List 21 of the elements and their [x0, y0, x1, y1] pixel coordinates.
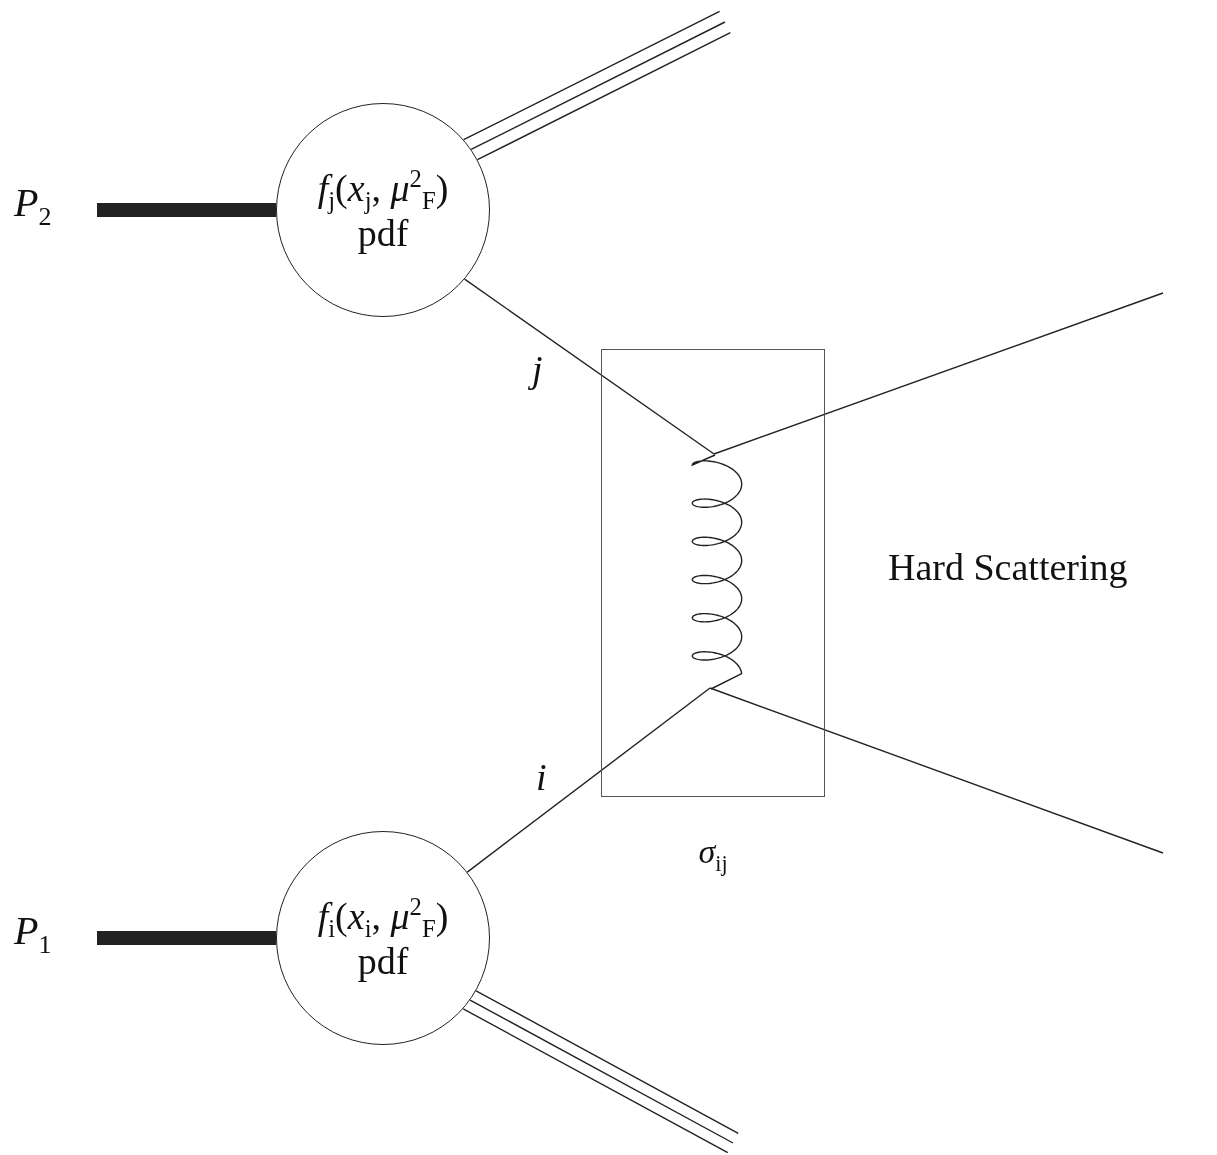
particle-line	[469, 999, 734, 1144]
particle-line	[463, 10, 721, 141]
particle-line	[470, 21, 726, 151]
particle-line	[466, 687, 711, 873]
particle-line	[463, 278, 715, 455]
beam-line	[97, 203, 276, 217]
beam-label: P$_{1}$	[14, 910, 52, 959]
formula-text: f$_{i}$(x$_{i}$, μ$^{2}$$_{F}$)	[317, 893, 449, 943]
particle-line	[462, 1008, 729, 1154]
particle-line	[709, 687, 1164, 854]
formula-text: f$_{j}$(x$_{j}$, μ$^{2}$$_{F}$)	[317, 165, 449, 215]
beam-label: P$_{2}$	[14, 182, 52, 231]
particle-line	[713, 292, 1164, 455]
particle-line	[476, 32, 732, 161]
annotation-text: Hard Scattering	[888, 548, 1128, 588]
cross-section-label: σ$_{ij}$	[698, 834, 728, 875]
edge-label: i	[536, 758, 547, 798]
particle-line	[475, 990, 739, 1135]
caption-text: pdf	[357, 214, 409, 255]
beam-line	[97, 931, 276, 945]
caption-text: pdf	[357, 942, 409, 983]
